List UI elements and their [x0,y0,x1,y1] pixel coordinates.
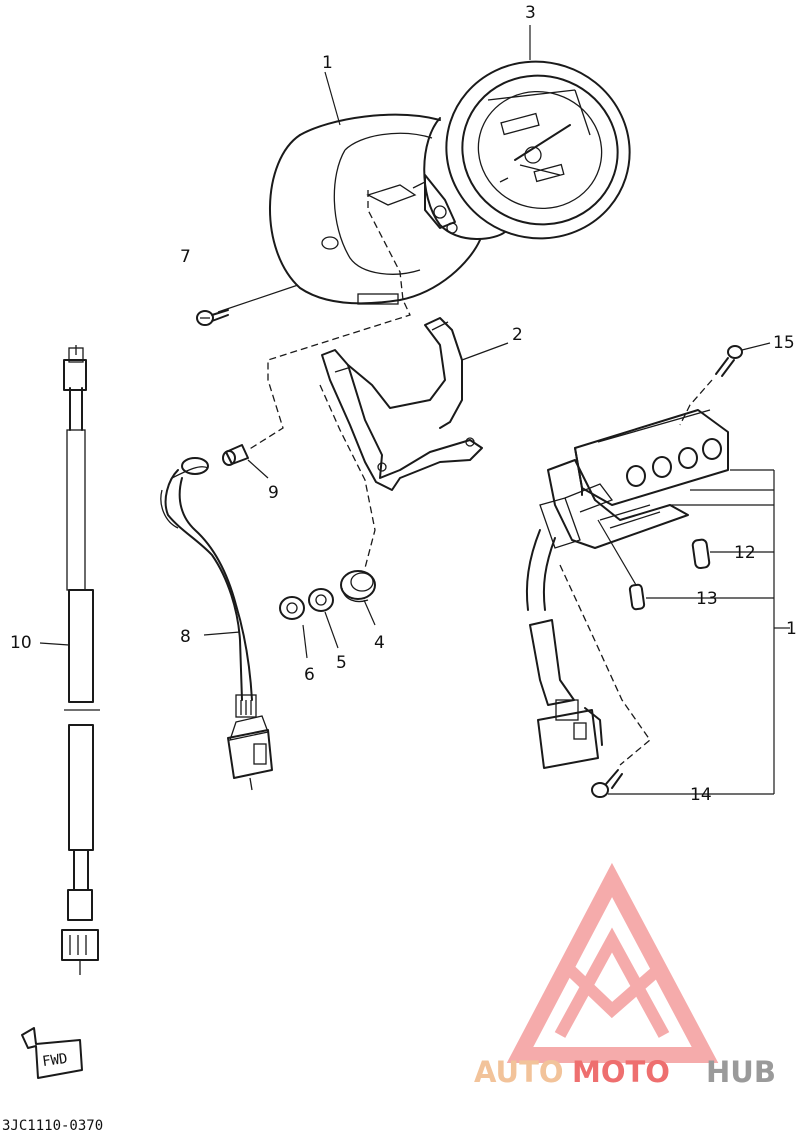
screw-15 [679,342,771,426]
watermark-logo [506,862,719,1063]
part-label-10: 10 [10,633,32,653]
watermark-brand-text: AUTO MOTO HUB [474,1055,776,1089]
dashed-guide-screw14 [559,564,651,766]
leader-5 [324,611,339,649]
part-label-6: 6 [304,665,315,685]
part-label-12: 12 [734,543,756,563]
part-label-2: 2 [512,325,523,345]
grommet-4 [340,570,376,603]
meter-cable-10 [39,345,100,975]
fwd-label: FWD [41,1051,68,1070]
part-label-14: 14 [690,785,712,805]
part-label-13: 13 [696,589,718,609]
part-label-9: 9 [268,483,279,503]
group-bracket-1 [608,469,790,795]
leader-1 [324,71,341,126]
part-label-15: 15 [773,333,795,353]
speedometer [412,60,631,240]
nut-6 [279,596,305,620]
bulb-12 [691,538,711,570]
part-label-5: 5 [336,653,347,673]
screw-14 [591,769,623,798]
watermark-brand-hub: HUB [706,1055,776,1089]
leader-13-inner [597,519,637,586]
bracket [321,317,509,491]
part-label-1-group: 1 [786,619,797,639]
part-label-3: 3 [525,3,536,23]
bulb-9 [222,444,269,479]
drawing-code: 3JC1110-0370 [2,1118,103,1134]
part-label-1: 1 [322,53,333,73]
collar-5 [308,588,334,612]
screw-7 [196,284,299,326]
indicator-assembly [525,409,729,769]
part-label-4: 4 [374,633,385,653]
wire-harness-8 [160,457,273,791]
dashed-guide-meter [247,190,411,451]
part-label-8: 8 [180,627,191,647]
leader-6 [302,624,308,659]
leader-4 [363,599,376,626]
fwd-direction-arrow: FWD [21,1027,83,1079]
bulb-13 [628,583,646,611]
dashed-guide-bracket [319,384,376,569]
meter-housing [269,113,481,305]
part-label-7: 7 [180,247,191,267]
watermark-brand-moto: MOTO [572,1055,670,1089]
watermark-brand-auto: AUTO [474,1055,564,1089]
